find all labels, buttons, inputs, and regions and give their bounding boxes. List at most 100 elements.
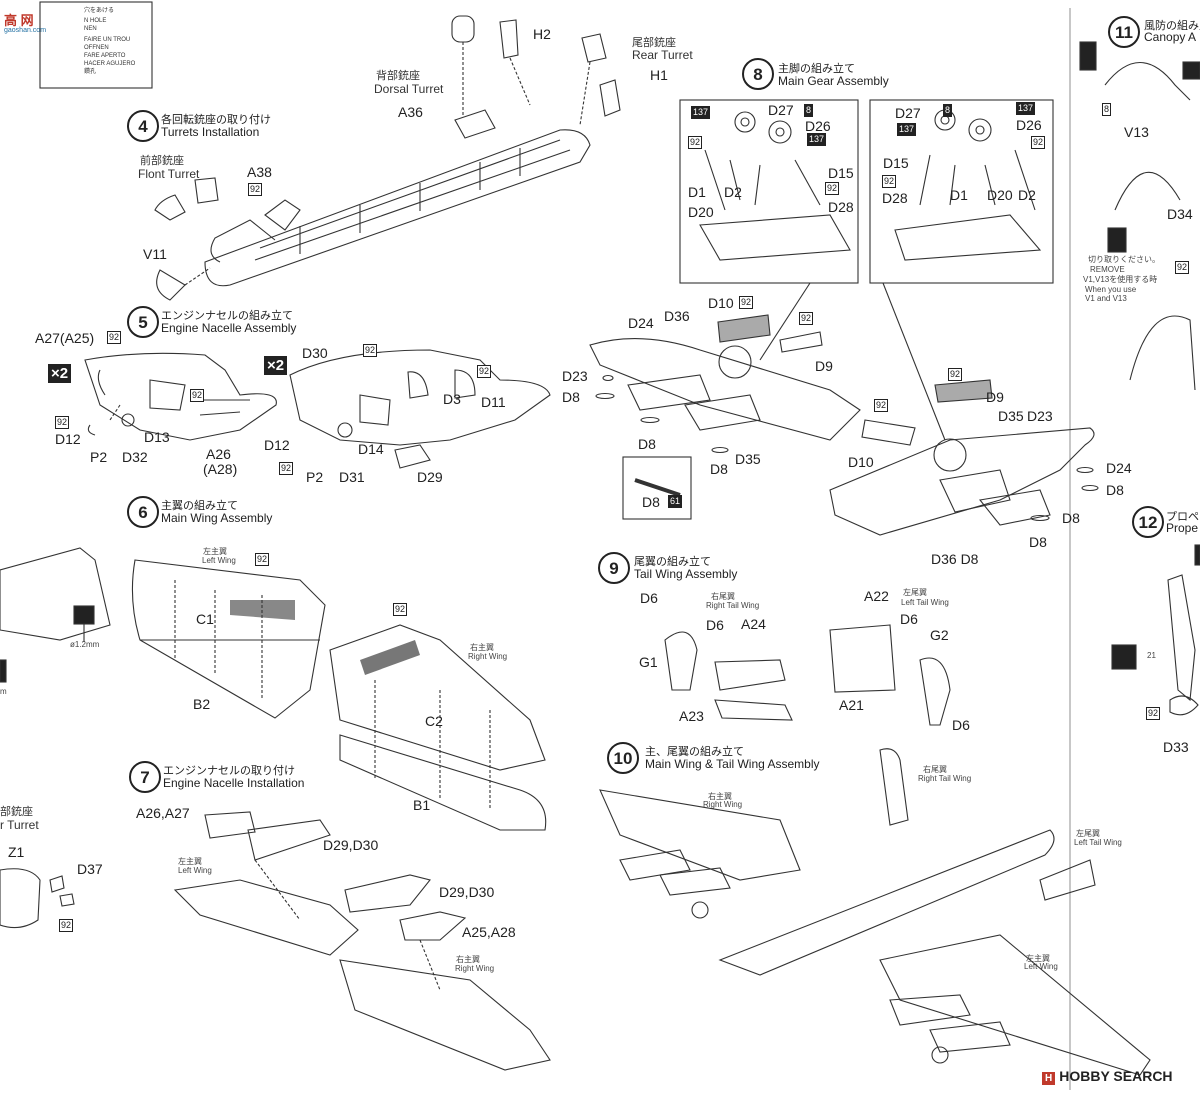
paint-code-badge: 92 xyxy=(107,331,122,344)
step-number: 12 xyxy=(1132,506,1164,538)
part-label: D3 xyxy=(443,391,461,407)
left-tail-en: Left Tail Wing xyxy=(901,598,949,607)
part-label: D29 xyxy=(417,469,443,485)
step-title-jp: エンジンナセルの組み立て xyxy=(161,310,293,322)
part-label: D12 xyxy=(264,437,290,453)
part-label: A36 xyxy=(398,104,423,120)
paint-code-badge: 61 xyxy=(668,495,683,508)
paint-code-badge: 92 xyxy=(799,312,814,325)
decal-number: 21 xyxy=(1147,651,1156,660)
step-title-en: Canopy A xyxy=(1144,30,1197,44)
legend-line: N HOLE xyxy=(84,18,107,24)
legend-box xyxy=(39,1,153,89)
nacelle-right-drawing xyxy=(289,349,551,469)
right-tail-en: Right Tail Wing xyxy=(918,774,972,783)
step-number: 7 xyxy=(129,761,161,793)
part-label: D29,D30 xyxy=(323,837,379,853)
part-label: D9 xyxy=(815,358,833,374)
part-label: D13 xyxy=(144,429,170,445)
part-label: D2 xyxy=(724,184,742,200)
step-title-en: Main Wing Assembly xyxy=(161,511,273,525)
tail-drawing xyxy=(664,624,951,726)
part-label: D20 xyxy=(987,187,1013,203)
gear-detail-box-left xyxy=(679,99,859,284)
part-label: D9 xyxy=(986,389,1004,405)
wing-right-drawing xyxy=(329,624,547,831)
part-label: D27 xyxy=(895,105,921,121)
part-label: D32 xyxy=(122,449,148,465)
part-label: D11 xyxy=(481,394,506,410)
part-label: A26 xyxy=(206,446,231,462)
dorsal-turret-en: Dorsal Turret xyxy=(374,82,444,96)
paint-code-badge: 92 xyxy=(948,368,963,381)
part-label: D24 xyxy=(628,315,654,331)
paint-code-badge: 92 xyxy=(1146,707,1161,720)
part-label: A24 xyxy=(741,616,766,632)
fuselage-drawing xyxy=(154,15,621,301)
legend-line: NEN xyxy=(84,26,97,32)
paint-code-badge: 8 xyxy=(1102,103,1112,116)
front-turret-en: Flont Turret xyxy=(138,167,200,181)
part-label: D35 xyxy=(998,408,1024,424)
right-wing-jp: 右主翼 xyxy=(456,955,480,964)
part-label: A26,A27 xyxy=(136,805,190,821)
paint-code-badge: 92 xyxy=(1175,261,1190,274)
left-tail-jp: 左尾翼 xyxy=(1076,829,1100,838)
part-label: A38 xyxy=(247,164,272,180)
part-label: D6 xyxy=(640,590,658,606)
paint-code-badge: 92 xyxy=(688,136,703,149)
part-label: D8 xyxy=(1062,510,1080,526)
part-label: B2 xyxy=(193,696,211,712)
gear-detail-box-right xyxy=(869,99,1054,284)
step-number: 9 xyxy=(598,552,630,584)
rear-turret-frag-en: r Turret xyxy=(0,818,39,832)
part-label: V13 xyxy=(1124,124,1149,140)
part-label: P2 xyxy=(90,449,108,465)
step7-drawing xyxy=(173,811,551,1071)
right-wing-en: Right Wing xyxy=(455,964,495,973)
step-title-jp: 主、尾翼の組み立て xyxy=(645,746,744,758)
rear-turret-partial-drawing xyxy=(0,868,75,929)
wing-left-drawing xyxy=(131,559,326,719)
part-label: C2 xyxy=(425,713,443,729)
part-label: D8 xyxy=(1029,534,1047,550)
part-label: D6 xyxy=(952,717,970,733)
step-title-en: Main Gear Assembly xyxy=(778,74,889,88)
step-number: 5 xyxy=(127,306,159,338)
part-label: D23 xyxy=(1027,408,1053,424)
v1v13-note-en: V1 and V13 xyxy=(1085,294,1127,303)
legend-line: OFFNEN xyxy=(84,45,109,51)
part-label: D28 xyxy=(882,190,908,206)
part-label: D8 xyxy=(562,389,580,405)
watermark-url: gaoshan.com xyxy=(4,27,47,34)
part-label: H2 xyxy=(533,26,551,42)
part-label: D14 xyxy=(358,441,384,457)
paint-code-badge: 92 xyxy=(190,389,205,402)
step-title-jp: プロペ xyxy=(1166,511,1199,523)
part-label: V11 xyxy=(143,246,167,262)
paint-code-badge: 92 xyxy=(255,553,270,566)
part-label: D15 xyxy=(828,165,854,181)
hobby-search-mark: H xyxy=(1042,1072,1056,1085)
part-label: P2 xyxy=(306,469,324,485)
step-number: 8 xyxy=(742,58,774,90)
remove-note-jp: 切り取りください。 xyxy=(1088,255,1160,264)
step-number: 11 xyxy=(1108,16,1140,48)
part-label: D8 xyxy=(638,436,656,452)
paint-code-badge: 92 xyxy=(55,416,70,429)
part-label: D29,D30 xyxy=(439,884,495,900)
part-label: D26 xyxy=(1016,117,1042,133)
legend-line: FAIRE UN TROU xyxy=(84,37,131,43)
legend-line: HACER AGUJERO xyxy=(84,61,136,67)
part-label: G1 xyxy=(639,654,658,670)
part-label: D15 xyxy=(883,155,909,171)
nacelle-left-drawing xyxy=(84,352,277,441)
main-wing-right-drawing xyxy=(829,379,1099,536)
right-tail-jp: 右尾翼 xyxy=(923,765,947,774)
legend-jp: 穴をあける xyxy=(84,8,115,14)
part-label: A22 xyxy=(864,588,889,604)
paint-code-badge: 92 xyxy=(248,183,263,196)
part-label: A21 xyxy=(839,697,864,713)
part-label: A27(A25) xyxy=(35,330,95,346)
